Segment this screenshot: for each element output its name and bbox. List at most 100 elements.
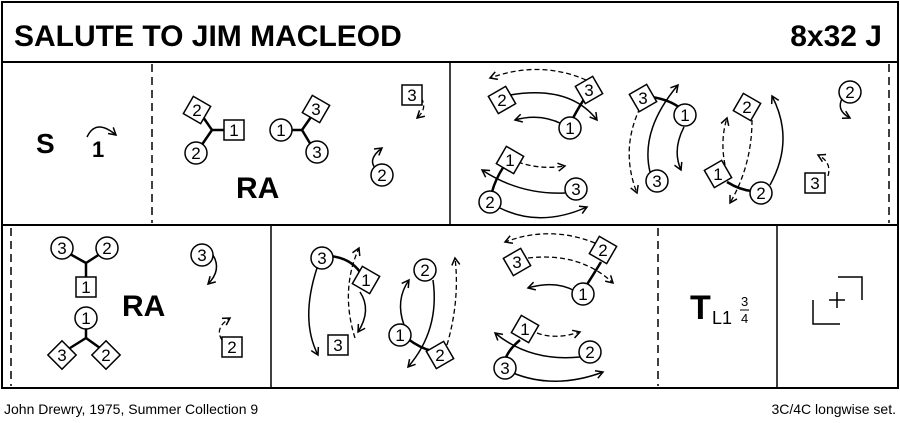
dancer-woman: 2 (749, 181, 773, 205)
square-shape (510, 314, 540, 344)
turn-fraction-den: 4 (741, 311, 748, 326)
dancer-number: 2 (756, 184, 765, 203)
dancer-woman: 1 (269, 118, 293, 142)
circle-shape (305, 140, 329, 164)
dancer-man: 3 (401, 84, 423, 106)
dancer-number: 3 (407, 86, 416, 105)
dancer-number: 3 (810, 174, 819, 193)
dancer-number: 2 (101, 346, 110, 365)
square-shape (703, 159, 733, 189)
dancer-woman: 1 (673, 103, 697, 127)
dancer-woman: 2 (838, 80, 862, 104)
dancer-number: 2 (497, 91, 506, 110)
dancer-woman: 3 (493, 356, 517, 380)
dancer-number: 3 (197, 246, 206, 265)
dancer-number: 1 (680, 106, 689, 125)
circle-shape (95, 236, 119, 260)
dancer-number: 1 (578, 285, 587, 304)
dancer-number: 1 (565, 119, 574, 138)
square-shape (574, 75, 604, 105)
dancer-number: 3 (57, 346, 66, 365)
dancer-number: 2 (227, 338, 236, 357)
circle-shape (184, 141, 208, 165)
dancer-number: 1 (81, 309, 90, 328)
dancer-number: 3 (500, 359, 509, 378)
figure-label-setting: S (36, 128, 55, 159)
dancer-man: 1 (223, 119, 245, 141)
circle-shape (74, 306, 98, 330)
square-shape (495, 145, 525, 175)
dancer-man: 1 (703, 159, 733, 189)
dancer-man: 3 (301, 94, 331, 124)
dancer-number: 2 (742, 98, 751, 117)
turn-subscript: L1 (712, 308, 732, 328)
dancer-man: 2 (425, 340, 455, 370)
dancer-man: 2 (588, 235, 618, 265)
dancer-number: 1 (229, 121, 238, 140)
figure-label-turn: T (690, 289, 711, 327)
dancer-number: 2 (485, 193, 494, 212)
dancer-number: 3 (311, 100, 320, 119)
footer-set: 3C/4C longwise set. (771, 401, 896, 417)
dancer-number: 3 (584, 81, 593, 100)
dancer-man: 3 (574, 75, 604, 105)
circle-shape (645, 169, 669, 193)
dancer-number: 1 (395, 326, 404, 345)
circle-shape (749, 181, 773, 205)
dancer-man: 1 (510, 314, 540, 344)
dancer-number: 3 (312, 143, 321, 162)
dancer-woman: 3 (564, 177, 588, 201)
dancer-man: 1 (351, 265, 381, 295)
circle-shape (493, 356, 517, 380)
circle-shape (478, 190, 502, 214)
dancer-woman: 1 (558, 116, 582, 140)
figure-label-rights2: RA (122, 290, 165, 323)
square-shape (223, 119, 245, 141)
dancer-number: 1 (276, 121, 285, 140)
dancer-woman: 1 (571, 282, 595, 306)
circle-shape (310, 246, 334, 270)
dancer-number: 2 (435, 346, 444, 365)
dancer-woman: 3 (50, 236, 74, 260)
circle-shape (190, 243, 214, 267)
dancer-number: 2 (598, 241, 607, 260)
square-shape (221, 336, 243, 358)
dancer-woman: 3 (645, 169, 669, 193)
dancer-man: 1 (75, 276, 97, 298)
dancer-woman: 2 (95, 236, 119, 260)
dancer-woman: 2 (413, 258, 437, 282)
dancer-woman: 3 (310, 246, 334, 270)
dancer-number: 2 (192, 101, 201, 120)
dancer-number: 3 (333, 336, 342, 355)
square-shape (732, 92, 762, 122)
dancer-number: 2 (845, 83, 854, 102)
dancer-woman: 2 (184, 141, 208, 165)
dancer-number: 1 (505, 151, 514, 170)
dancer-number: 3 (512, 253, 521, 272)
dancer-woman: 2 (578, 340, 602, 364)
travel-arrows (86, 83, 852, 382)
dancer-number: 2 (191, 144, 200, 163)
circle-shape (269, 118, 293, 142)
dancer-woman: 1 (74, 306, 98, 330)
dancer-number: 3 (571, 180, 580, 199)
circle-shape (50, 236, 74, 260)
square-shape (401, 84, 423, 106)
dancer-man: 3 (804, 172, 826, 194)
corner-cross-icon (812, 276, 863, 325)
dancer-man: 3 (628, 83, 658, 113)
dancer-woman: 2 (370, 163, 394, 187)
square-shape (46, 339, 78, 371)
dancer-number: 2 (377, 166, 386, 185)
circle-shape (571, 282, 595, 306)
circle-shape (370, 163, 394, 187)
dancer-number: 3 (57, 239, 66, 258)
square-shape (487, 85, 517, 115)
dancer-woman: 1 (388, 323, 412, 347)
dancer-man: 2 (90, 339, 122, 371)
dancer-woman: 2 (478, 190, 502, 214)
circle-shape (838, 80, 862, 104)
dancer-number: 3 (317, 249, 326, 268)
square-shape (90, 339, 122, 371)
